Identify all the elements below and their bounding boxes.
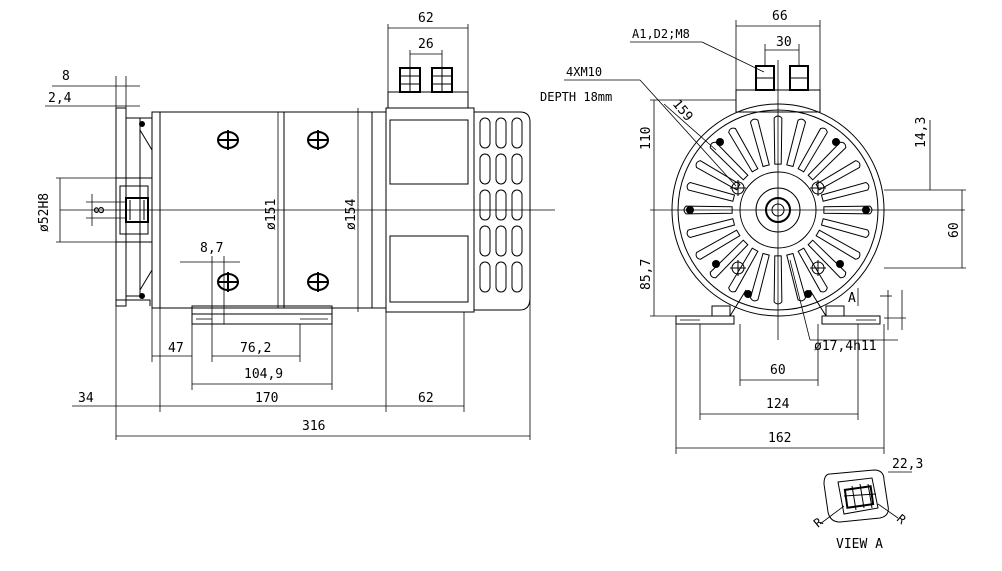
mounting-hole: [730, 260, 746, 276]
dim-85-7: 85,7: [639, 259, 654, 290]
cooling-fin: [728, 247, 759, 293]
dim-30: 30: [776, 35, 792, 50]
label-depth: DEPTH 18mm: [540, 90, 612, 104]
label-terminals: A1,D2;M8: [632, 27, 690, 41]
body-bolt: [307, 272, 329, 292]
dim-key-8: 8: [93, 206, 108, 214]
body-bolt: [307, 130, 329, 150]
cooling-fin: [686, 218, 736, 239]
dim-316: 316: [302, 419, 325, 434]
cooling-fin: [695, 229, 741, 260]
cooling-fin: [820, 181, 870, 202]
cooling-fin: [807, 239, 847, 279]
dim-124: 124: [766, 397, 790, 412]
dim-62: 62: [418, 391, 434, 406]
cooling-fin: [820, 218, 870, 239]
view-a-caption: VIEW A: [836, 537, 883, 552]
dim-22-3: 22,3: [892, 457, 923, 472]
cooling-fin: [786, 252, 807, 302]
dim-151: ø151: [264, 199, 279, 230]
dim-66: 66: [772, 9, 788, 24]
end-view: 66 30 A1,D2;M8 4XM10 DEPTH 18mm 159 110 …: [540, 9, 966, 454]
cooling-fin: [786, 118, 807, 168]
dim-34: 34: [78, 391, 94, 406]
cooling-fin: [807, 141, 847, 181]
body-bolt: [217, 272, 239, 292]
label-thread: 4XM10: [566, 65, 602, 79]
cooling-fin: [695, 160, 741, 191]
cooling-fin: [823, 205, 873, 215]
radius-left: R: [811, 514, 826, 530]
cooling-fin: [815, 160, 861, 191]
cooling-fin: [797, 247, 828, 293]
dim-26: 26: [418, 37, 434, 52]
cooling-fin: [683, 205, 733, 215]
dim-62-top: 62: [418, 11, 434, 26]
dim-60: 60: [770, 363, 786, 378]
vent-slots: [479, 117, 523, 293]
dim-110: 110: [639, 127, 654, 150]
dim-2-4: 2,4: [48, 91, 72, 106]
dim-76-2: 76,2: [240, 341, 271, 356]
dim-8: 8: [62, 69, 70, 84]
cooling-fin: [815, 229, 861, 260]
cooling-fin: [773, 255, 783, 305]
body-bolt: [217, 130, 239, 150]
dim-154: ø154: [344, 199, 359, 230]
mounting-hole: [810, 260, 826, 276]
radius-right: R: [894, 512, 909, 528]
cooling-fin: [686, 181, 736, 202]
cooling-fin: [709, 141, 749, 181]
cooling-fin: [749, 252, 770, 302]
dim-162: 162: [768, 431, 791, 446]
dim-47: 47: [168, 341, 184, 356]
mounting-hole: [730, 180, 746, 196]
cooling-fin: [773, 115, 783, 165]
side-view: 62 26 8 2,4 ø52H8 8 ø151 ø154 8,7: [37, 11, 555, 440]
dim-52h8: ø52H8: [37, 193, 52, 232]
dim-shaft: ø17,4h11: [814, 339, 877, 354]
terminal-stud: [399, 67, 421, 93]
dim-104-9: 104,9: [244, 367, 283, 382]
label-a: A: [848, 291, 856, 306]
dim-8-7: 8,7: [200, 241, 223, 256]
cooling-fins: [683, 115, 873, 305]
cooling-fin: [749, 118, 770, 168]
view-a: 22,3 R R VIEW A: [811, 457, 923, 552]
terminal-stud: [431, 67, 453, 93]
terminal-stud: [789, 65, 809, 91]
mounting-hole: [810, 180, 826, 196]
cooling-fin: [709, 239, 749, 279]
cooling-fin: [728, 127, 759, 173]
cooling-fin: [797, 127, 828, 173]
dim-170: 170: [255, 391, 278, 406]
dim-14-3: 14,3: [914, 117, 929, 148]
dim-60-right: 60: [947, 222, 962, 238]
